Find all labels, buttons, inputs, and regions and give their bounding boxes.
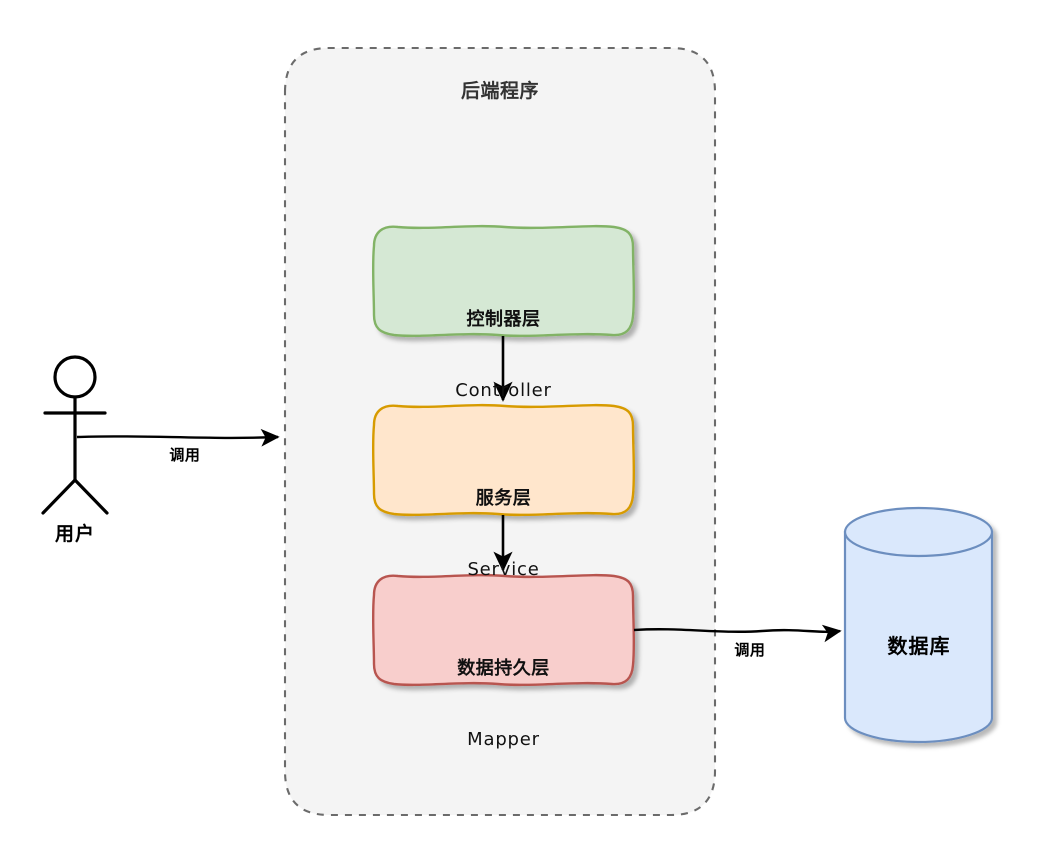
layer-box-service[interactable] xyxy=(371,403,636,517)
database-cylinder-top xyxy=(843,506,994,558)
database-cylinder[interactable] xyxy=(843,506,994,744)
actor-stick-figure[interactable] xyxy=(41,355,109,515)
actor-leg-left xyxy=(41,478,77,515)
edge-mapper-to-database[interactable] xyxy=(633,624,842,643)
layer-box-mapper[interactable] xyxy=(371,573,636,687)
edge-mapper-to-database-line xyxy=(633,624,842,643)
actor-leg-right xyxy=(73,478,109,515)
layer-box-mapper-shape xyxy=(371,573,636,687)
edge-user-to-backend-line xyxy=(76,428,280,447)
layer-box-service-shape xyxy=(371,403,636,517)
edge-user-to-backend[interactable] xyxy=(76,428,280,447)
layer-box-controller-shape xyxy=(371,224,636,338)
layer-box-controller[interactable] xyxy=(371,224,636,338)
actor-head-icon xyxy=(53,355,97,399)
database-cylinder-body xyxy=(843,530,994,744)
